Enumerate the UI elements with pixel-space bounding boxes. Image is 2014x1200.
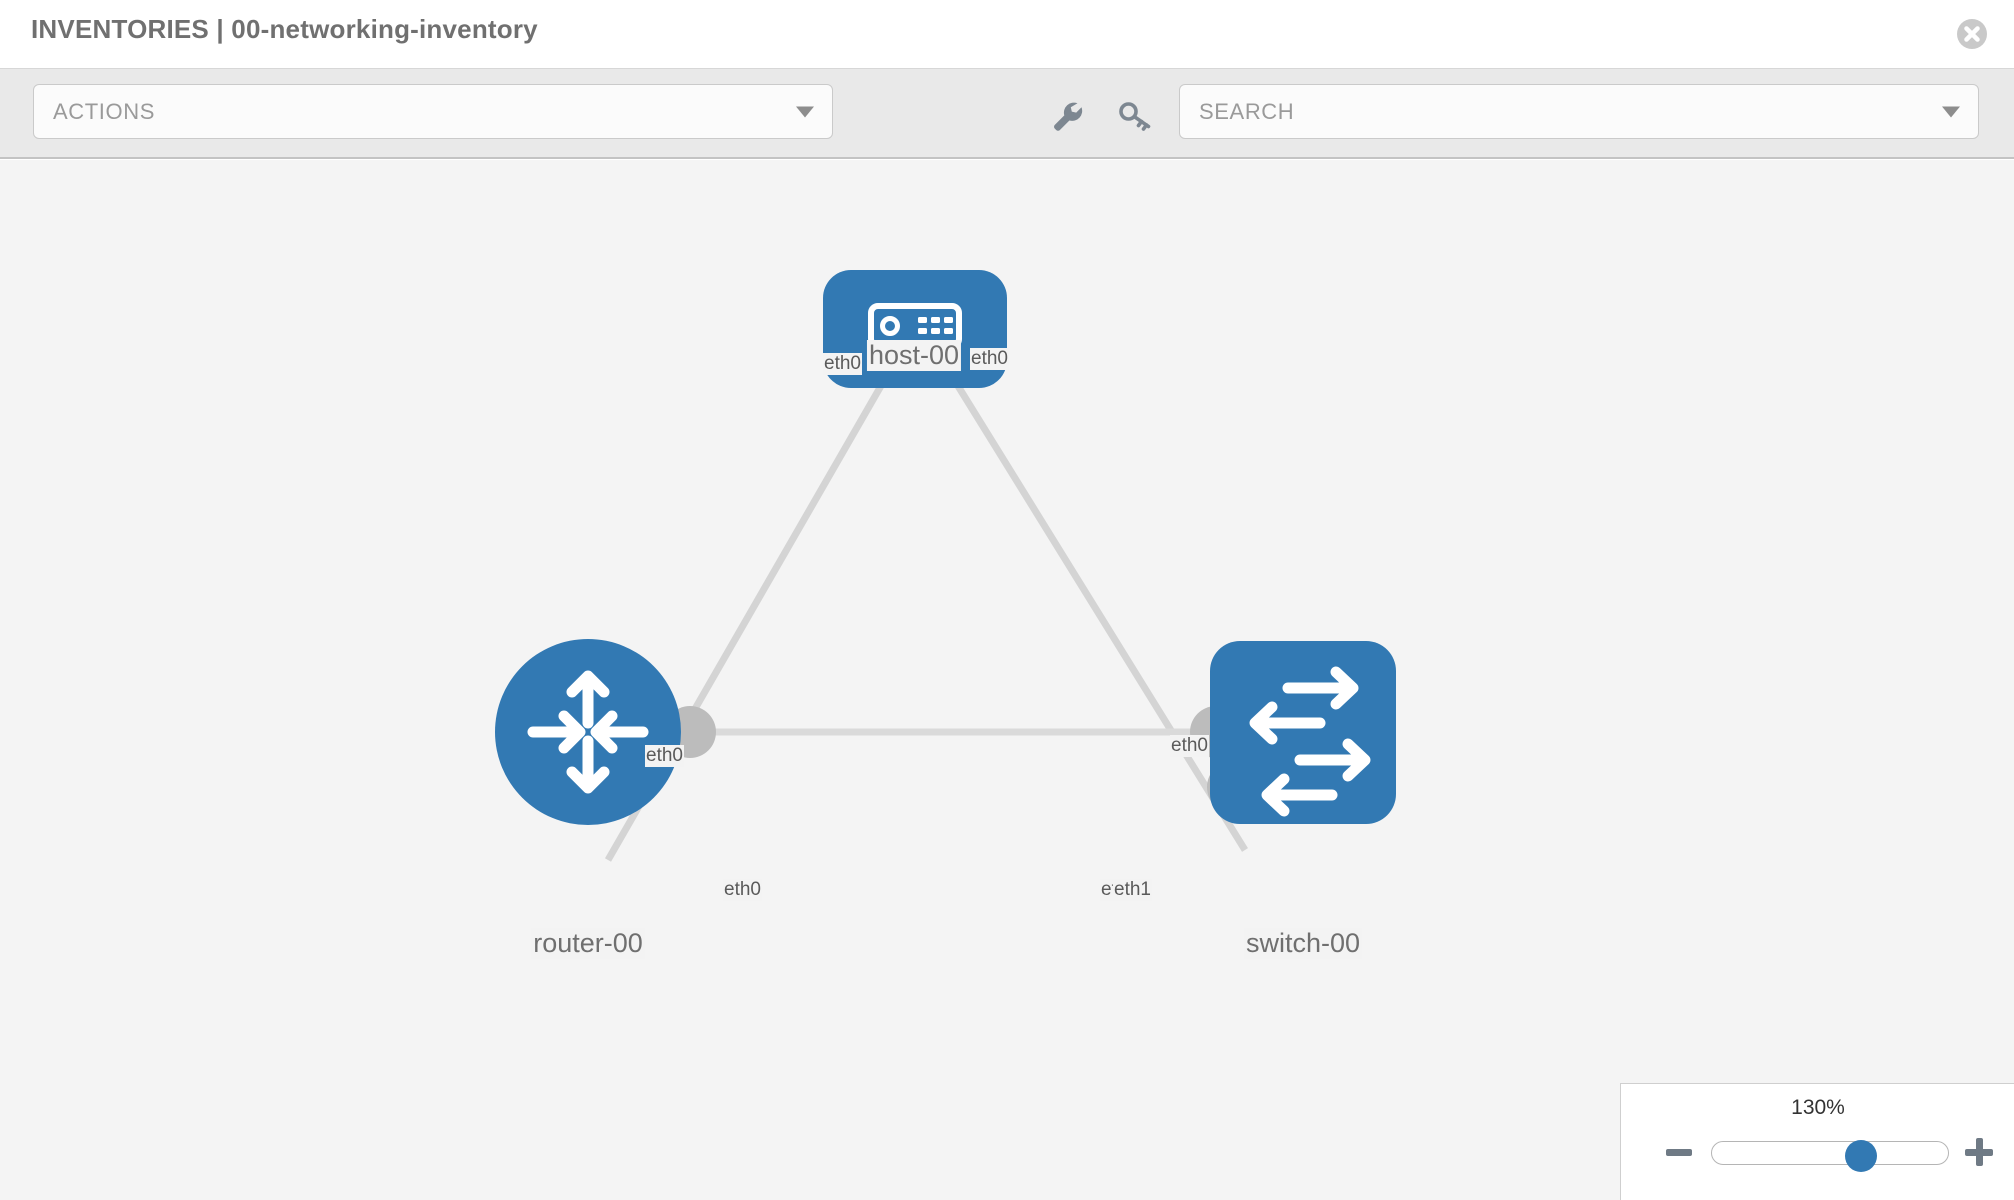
zoom-slider-row	[1621, 1136, 2014, 1176]
node-label-router-00: router-00	[531, 928, 645, 959]
topology-canvas[interactable]: host-00 router-00 switch-00 eth0 eth0 et…	[0, 160, 2014, 1200]
node-label-switch-00: switch-00	[1243, 928, 1363, 959]
zoom-slider-thumb[interactable]	[1845, 1140, 1877, 1172]
key-icon[interactable]	[1115, 96, 1155, 134]
iface-label-switch-eth1: eth1	[1113, 879, 1152, 901]
search-input[interactable]: SEARCH	[1179, 84, 1979, 139]
chevron-down-icon	[1942, 106, 1960, 117]
iface-label-router-eth0: eth0	[723, 879, 762, 901]
node-label-host-00: host-00	[866, 340, 962, 371]
plus-icon[interactable]	[1965, 1138, 1993, 1166]
zoom-slider-track[interactable]	[1711, 1140, 1949, 1172]
router-arrows-icon	[527, 670, 649, 794]
zoom-level-value: 130%	[1791, 1096, 1845, 1119]
close-icon[interactable]	[1954, 16, 1990, 52]
iface-label-host-eth0-left: eth0	[823, 353, 862, 375]
actions-dropdown-label: ACTIONS	[53, 98, 155, 124]
iface-label-switch-to-host-eth0: eth0	[1170, 735, 1209, 757]
page-title: INVENTORIES | 00-networking-inventory	[31, 14, 538, 44]
node-switch-00[interactable]	[1210, 641, 1396, 824]
link-host-switch[interactable]	[942, 363, 1248, 852]
search-placeholder-label: SEARCH	[1199, 98, 1295, 124]
iface-label-router-to-host-eth0: eth0	[645, 745, 684, 767]
topology-graph	[495, 270, 1396, 862]
minus-icon[interactable]	[1666, 1149, 1692, 1156]
iface-label-host-eth0-right: eth0	[970, 348, 1009, 370]
chevron-down-icon	[796, 106, 814, 117]
switch-arrows-icon	[1249, 666, 1371, 817]
actions-dropdown[interactable]: ACTIONS	[33, 84, 833, 139]
toolbar: ACTIONS SEARCH	[0, 69, 2014, 159]
node-router-00[interactable]	[495, 639, 681, 825]
topology-links	[604, 363, 1248, 862]
zoom-control-panel: 130%	[1620, 1083, 2014, 1200]
page-header: INVENTORIES | 00-networking-inventory	[0, 0, 2014, 69]
wrench-icon[interactable]	[1047, 96, 1085, 134]
